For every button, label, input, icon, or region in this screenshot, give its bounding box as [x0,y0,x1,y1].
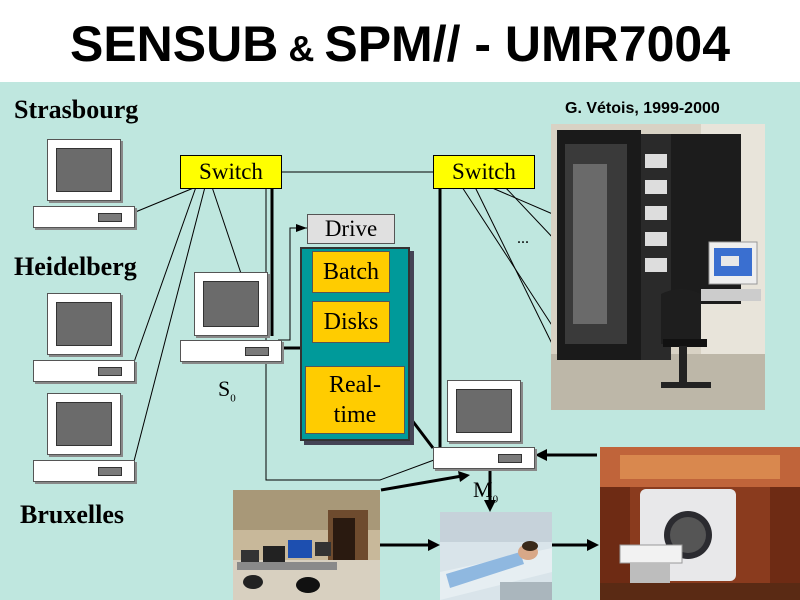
s0-sub: 0 [230,392,236,405]
drive-slot [98,467,122,476]
drive-slot [245,347,269,356]
drive-slot [98,367,122,376]
computer-monitor-icon [47,293,121,355]
m0-sub: 0 [492,493,499,506]
s0-main: S [218,376,231,401]
drive-slot [98,213,122,222]
server-rack-image [551,124,765,410]
drive-slot [498,454,522,463]
computer-base-icon [433,447,535,469]
m0-main: M [473,477,493,502]
monitor-screen [203,281,259,327]
title-bar: SENSUB & SPM// - UMR7004 [0,0,800,82]
switch-box-left: Switch [180,155,282,189]
title-main: SENSUB [69,16,279,72]
control-room-image [233,490,380,600]
mri-image [600,447,800,600]
computer-base-icon [33,360,135,382]
photo-credit: G. Vétois, 1999-2000 [565,100,720,117]
title-rest: SPM// - UMR7004 [324,16,731,72]
batch-box: Batch [312,251,390,293]
computer-base-icon [180,340,282,362]
patient-image [440,512,552,600]
server-rack-photo [551,124,765,410]
page-title: SENSUB & SPM// - UMR7004 [0,0,800,93]
patient-on-table-photo [440,512,552,600]
m0-label: M0 [473,477,498,505]
computer-base-icon [33,460,135,482]
realtime-box: Real-time [305,366,405,434]
drive-box: Drive [307,214,395,244]
site-label-bruxelles: Bruxelles [20,500,124,529]
site-label-strasbourg: Strasbourg [14,95,139,124]
disks-box: Disks [312,301,390,343]
computer-monitor-icon [47,393,121,455]
realtime-line-1: Real- [329,372,381,398]
mri-scanner-photo [600,447,800,600]
site-label-heidelberg: Heidelberg [14,252,137,281]
title-amp: & [278,28,325,69]
ellipsis-text: ... [517,230,529,247]
monitor-screen [56,148,112,192]
monitor-screen [456,389,512,433]
computer-monitor-icon [447,380,521,442]
computer-monitor-icon [194,272,268,336]
computer-base-icon [33,206,135,228]
realtime-line-2: time [333,402,377,428]
monitor-screen [56,302,112,346]
control-room-photo [233,490,380,600]
s0-label: S0 [218,376,236,404]
monitor-screen [56,402,112,446]
switch-box-right: Switch [433,155,535,189]
computer-monitor-icon [47,139,121,201]
